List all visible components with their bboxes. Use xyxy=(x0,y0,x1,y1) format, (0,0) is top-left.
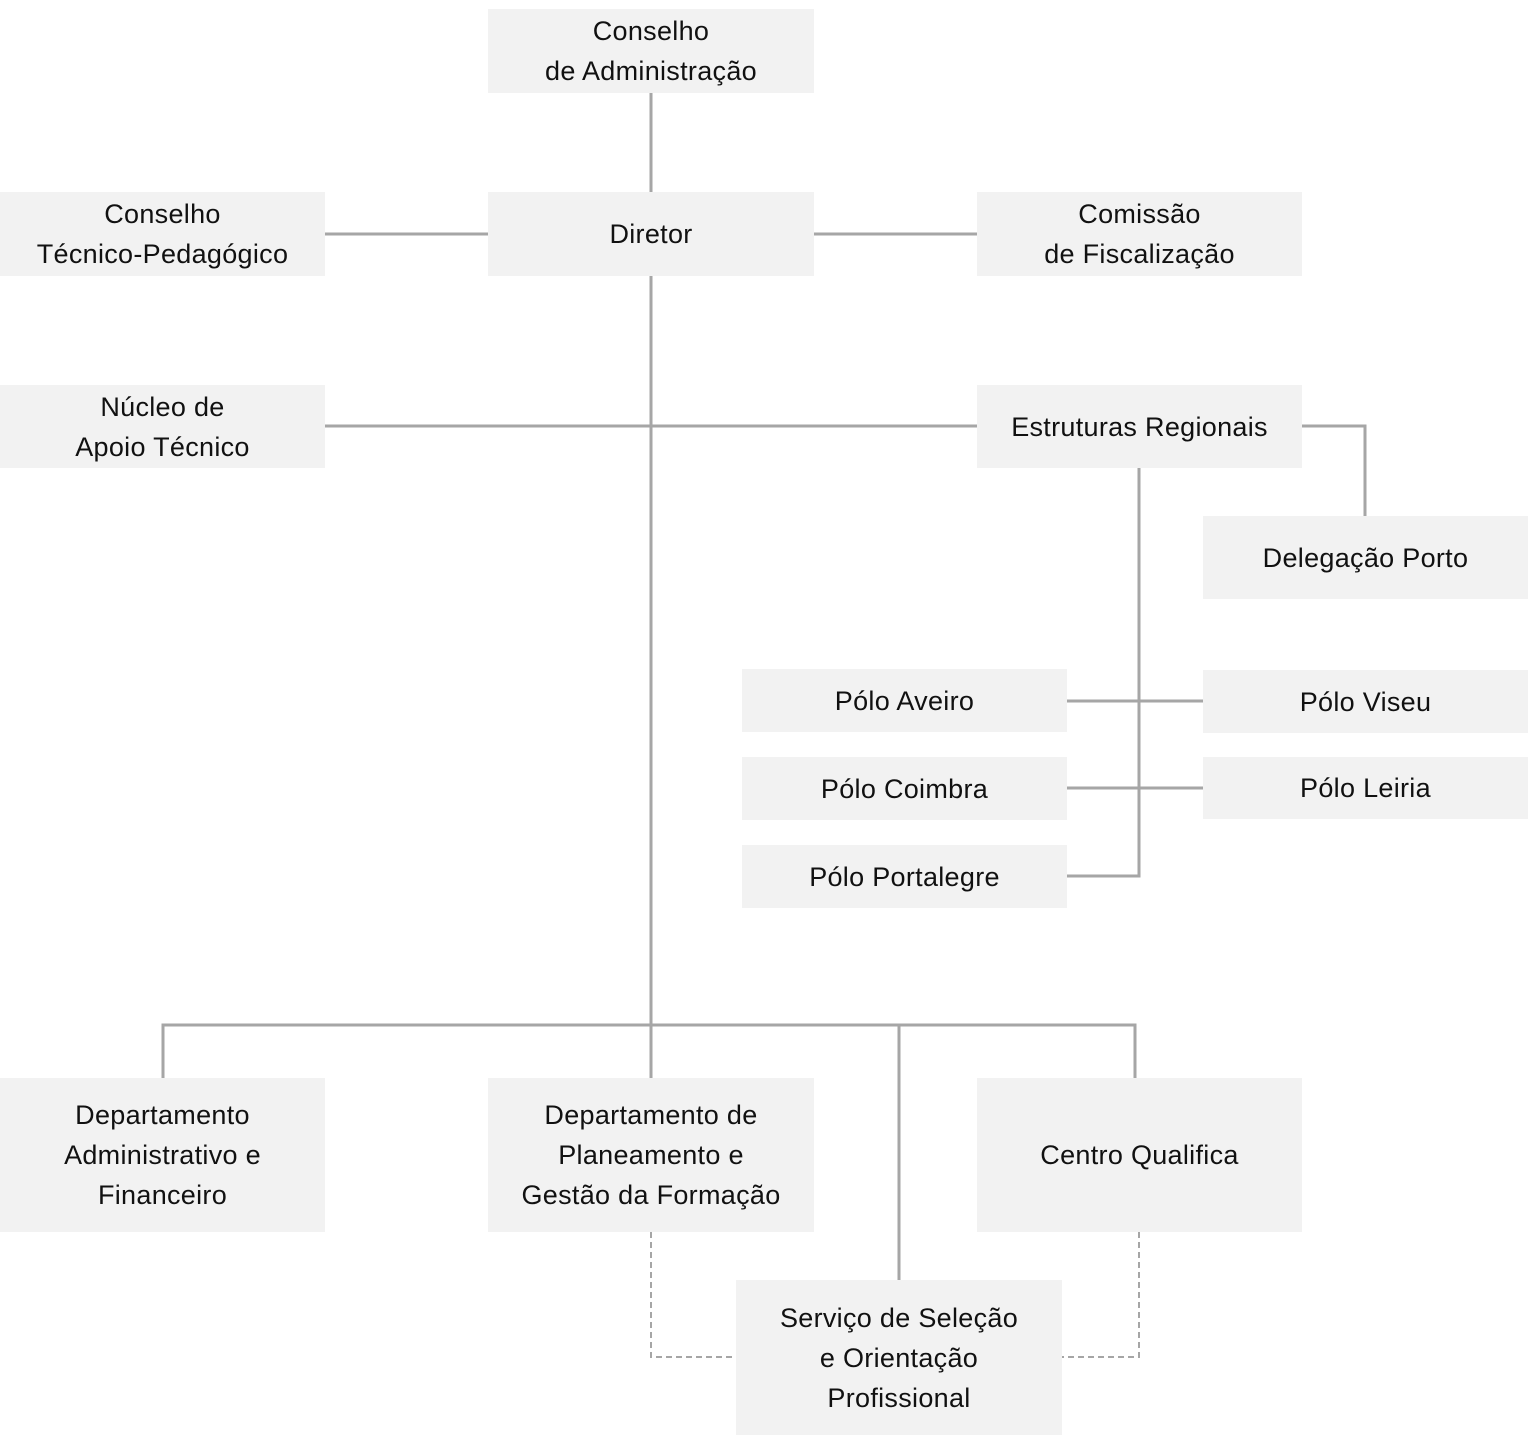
node-polo-coimbra: Pólo Coimbra xyxy=(742,757,1067,820)
node-polo-aveiro: Pólo Aveiro xyxy=(742,669,1067,732)
node-label: Departamento de Planeamento e Gestão da … xyxy=(521,1100,781,1210)
node-departamento-administrativo-financeiro: Departamento Administrativo e Financeiro xyxy=(0,1078,325,1232)
node-diretor: Diretor xyxy=(488,192,814,276)
node-label: Centro Qualifica xyxy=(1040,1140,1239,1170)
node-departamento-planeamento-gestao-formacao: Departamento de Planeamento e Gestão da … xyxy=(488,1078,814,1232)
node-label: Serviço de Seleção e Orientação Profissi… xyxy=(779,1302,1019,1413)
connector-estruturas-delegacao xyxy=(1302,424,1367,516)
node-label: Diretor xyxy=(609,219,693,249)
node-label: Pólo Leiria xyxy=(1300,773,1431,803)
node-label: Pólo Viseu xyxy=(1299,686,1432,717)
node-label: Delegação Porto xyxy=(1262,542,1469,573)
connector-departments-bus xyxy=(161,1023,1137,1078)
node-label: Pólo Portalegre xyxy=(809,861,1000,892)
node-comissao-fiscalizacao: Comissão de Fiscalização xyxy=(977,192,1302,276)
node-label: Estruturas Regionais xyxy=(1011,411,1268,442)
node-conselho-tecnico-pedagogico: Conselho Técnico-Pedagógico xyxy=(0,192,325,276)
node-label: Conselho Técnico-Pedagógico xyxy=(36,199,289,269)
node-label: Núcleo de Apoio Técnico xyxy=(75,391,250,462)
node-label: Pólo Coimbra xyxy=(820,773,989,804)
node-polo-portalegre: Pólo Portalegre xyxy=(742,845,1067,908)
node-conselho-administracao: Conselho de Administração xyxy=(488,9,814,93)
node-centro-qualifica: Centro Qualifica xyxy=(977,1078,1302,1232)
node-servico-selecao-orientacao: Serviço de Seleção e Orientação Profissi… xyxy=(736,1280,1062,1435)
dashed-connector-dpgf-servico xyxy=(650,1232,736,1358)
node-delegacao-porto: Delegação Porto xyxy=(1203,516,1528,599)
dashed-connector-qualifica-servico xyxy=(1062,1232,1140,1358)
node-polo-leiria: Pólo Leiria xyxy=(1203,757,1528,819)
node-polo-viseu: Pólo Viseu xyxy=(1203,670,1528,733)
node-estruturas-regionais: Estruturas Regionais xyxy=(977,385,1302,468)
connector-estruturas-trunk xyxy=(1067,468,1141,878)
node-label: Conselho de Administração xyxy=(545,16,757,86)
node-label: Pólo Aveiro xyxy=(834,685,975,716)
node-label: Departamento Administrativo e Financeiro xyxy=(64,1100,261,1210)
node-label: Comissão de Fiscalização xyxy=(1044,199,1235,269)
node-nucleo-apoio-tecnico: Núcleo de Apoio Técnico xyxy=(0,385,325,468)
